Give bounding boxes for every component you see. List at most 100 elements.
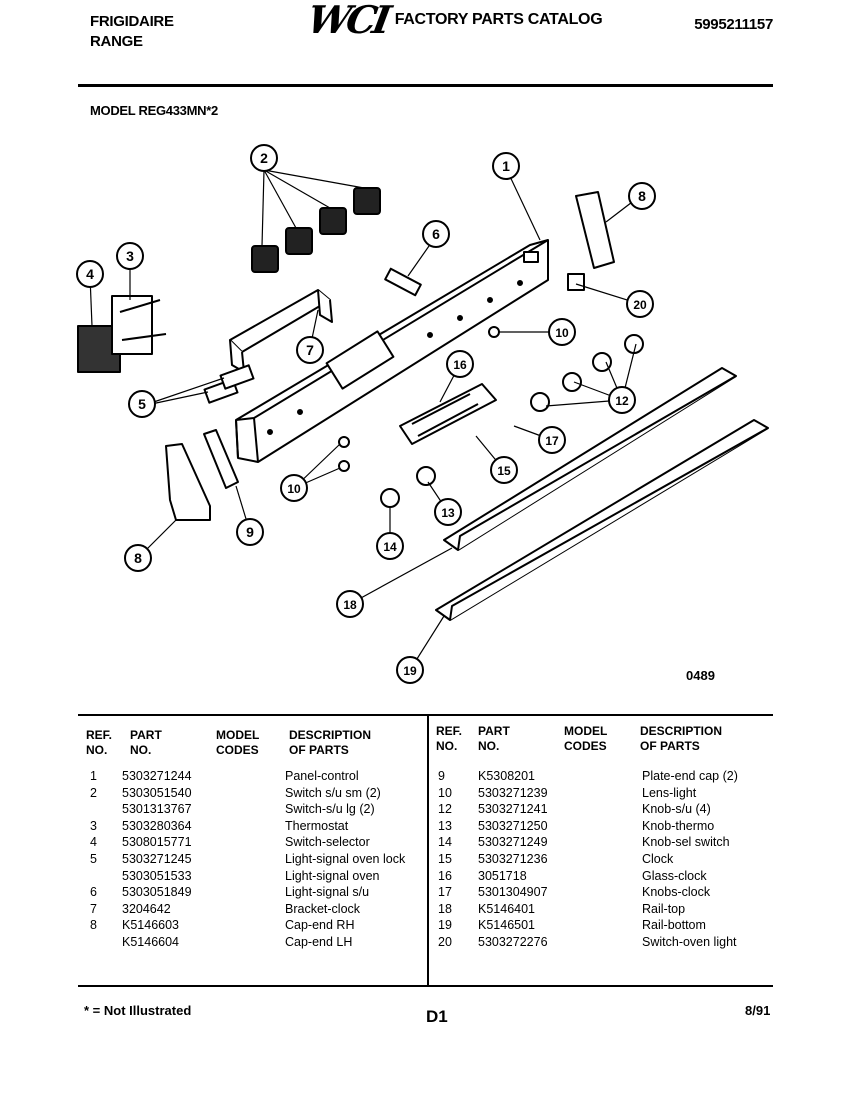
cell-ref: 9 <box>438 769 445 783</box>
revision-date: 8/91 <box>745 1003 771 1018</box>
callout-label: 5 <box>138 396 146 412</box>
control-panel-part <box>235 239 549 463</box>
table-column-divider <box>427 716 429 986</box>
cell-part: 5301313767 <box>122 802 192 817</box>
cell-desc: Knob-s/u (4) <box>642 802 711 817</box>
cell-desc: Switch-selector <box>285 835 370 850</box>
callout-label: 16 <box>453 358 467 372</box>
callout-13: 13 <box>434 498 462 526</box>
callout-label: 4 <box>86 266 94 282</box>
model-number: MODEL REG433MN*2 <box>90 103 218 118</box>
cell-part: 5303051849 <box>122 885 192 900</box>
callout-16: 16 <box>446 350 474 378</box>
header-ref: REF.NO. <box>86 728 113 757</box>
cell-desc: Light-signal oven lock <box>285 851 406 866</box>
cell-ref: 8 <box>90 918 97 933</box>
signal-lights-part <box>203 267 422 404</box>
table-bottom-rule <box>78 985 773 987</box>
cell-part: 5303272276 <box>478 934 548 949</box>
callout-label: 7 <box>306 342 314 358</box>
callout-12: 12 <box>608 386 636 414</box>
callout-10: 10 <box>280 474 308 502</box>
callout-label: 9 <box>246 524 254 540</box>
brand-block: FRIGIDAIRE RANGE <box>90 12 174 52</box>
cell-desc: Thermostat <box>285 818 349 833</box>
cell-part: 5303271241 <box>478 802 548 817</box>
cell-part: 5308015771 <box>122 835 192 850</box>
callout-label: 8 <box>638 188 646 204</box>
catalog-header: WCI FACTORY PARTS CATALOG <box>304 0 603 42</box>
cell-part: 5303051533 <box>122 868 192 883</box>
cell-part: K5146603 <box>122 918 180 933</box>
cell-desc: Cap-end RH <box>285 918 355 933</box>
callout-17: 17 <box>538 426 566 454</box>
cell-desc: Rail-top <box>642 901 686 916</box>
callout-3: 3 <box>116 242 144 270</box>
callout-10: 10 <box>548 318 576 346</box>
thermostat-selector-part <box>77 295 167 373</box>
callout-label: 3 <box>126 248 134 264</box>
cell-desc: Switch-s/u lg (2) <box>285 802 375 817</box>
callout-label: 14 <box>383 540 397 554</box>
callout-label: 8 <box>134 550 142 566</box>
cell-desc: Light-signal s/u <box>285 885 370 900</box>
knobs-part <box>380 334 644 508</box>
bracket-clock-part <box>229 289 333 373</box>
cell-ref: 19 <box>438 918 452 933</box>
cell-desc: Rail-bottom <box>642 918 706 933</box>
cell-part: 5303271249 <box>478 835 548 850</box>
callout-label: 18 <box>343 598 357 612</box>
callout-label: 2 <box>260 150 268 166</box>
header-ref-right: REF.NO. <box>436 724 463 753</box>
cell-desc: Bracket-clock <box>285 901 361 916</box>
callout-18: 18 <box>336 590 364 618</box>
callout-label: 19 <box>403 664 417 678</box>
cell-desc: Panel-control <box>285 769 359 783</box>
cell-ref: 6 <box>90 885 97 900</box>
callout-label: 1 <box>502 158 510 174</box>
cell-part: 5303271245 <box>122 851 192 866</box>
callout-20: 20 <box>626 290 654 318</box>
cell-desc: Switch-oven light <box>642 934 737 949</box>
cell-desc: Clock <box>642 851 674 866</box>
callout-8: 8 <box>124 544 152 572</box>
cell-desc: Lens-light <box>642 785 697 800</box>
cell-part: K5146501 <box>478 918 536 933</box>
cell-ref: 4 <box>90 835 97 850</box>
cell-desc: Light-signal oven <box>285 868 380 883</box>
cell-ref: 5 <box>90 851 97 866</box>
cell-part: 3051718 <box>478 868 527 883</box>
callout-label: 10 <box>555 326 569 340</box>
clock-part <box>399 383 497 445</box>
header-rule <box>78 84 773 87</box>
cell-ref: 3 <box>90 818 97 833</box>
cell-ref: 15 <box>438 851 452 866</box>
cell-desc: Plate-end cap (2) <box>642 769 738 783</box>
cell-part: 5303280364 <box>122 818 192 833</box>
cell-part: K5146604 <box>122 934 180 949</box>
callout-9: 9 <box>236 518 264 546</box>
diagram-code: 0489 <box>686 668 715 683</box>
cell-ref: 7 <box>90 901 97 916</box>
end-caps-part <box>165 429 239 521</box>
product-type: RANGE <box>90 33 143 50</box>
callout-label: 10 <box>287 482 301 496</box>
cell-ref: 16 <box>438 868 452 883</box>
cell-ref: 13 <box>438 818 452 833</box>
callout-5: 5 <box>128 390 156 418</box>
callout-6: 6 <box>422 220 450 248</box>
leader-lines <box>89 167 641 671</box>
cell-part: 5303051540 <box>122 785 192 800</box>
cell-part: K5308201 <box>478 769 536 783</box>
cell-part: 5303271250 <box>478 818 548 833</box>
callout-4: 4 <box>76 260 104 288</box>
cell-desc: Switch s/u sm (2) <box>285 785 381 800</box>
callout-19: 19 <box>396 656 424 684</box>
